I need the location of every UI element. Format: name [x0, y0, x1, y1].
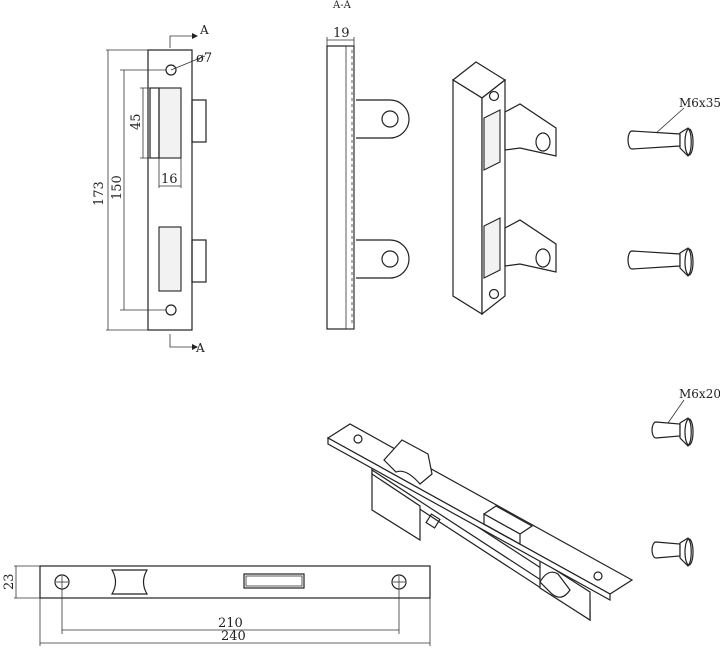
- faceplate-front-view: 23 210 240: [2, 565, 431, 646]
- dim-dia-text: ø7: [196, 51, 212, 66]
- dim-210-text: 210: [218, 616, 243, 631]
- lock-case-end-right: [539, 558, 591, 622]
- strike-plate-outline: [147, 49, 193, 331]
- lock-face-hole-left: [353, 434, 363, 444]
- section-a-a-view: A-A 19: [326, 0, 410, 330]
- screw-short-top: [651, 417, 694, 447]
- faceplate-bolt-slot: [243, 573, 305, 589]
- strike-plate-isometric: [451, 61, 557, 316]
- screw-long-bottom: [627, 247, 694, 277]
- strike-tab-top: [191, 99, 207, 143]
- faceplate-bolt-slot-inner: [245, 575, 303, 587]
- iso-slot-bottom: [483, 217, 501, 279]
- dim-173-text: 173: [92, 181, 107, 206]
- section-label-bottom: A: [195, 341, 205, 355]
- section-tab-bottom: [356, 239, 410, 279]
- faceplate-latch-opening: [110, 569, 149, 595]
- section-mark-top: [169, 35, 192, 48]
- strike-hole-bottom: [165, 304, 177, 316]
- lock-face-hole-right: [593, 571, 603, 581]
- dim-23-text: 23: [2, 573, 17, 590]
- section-arrow-top: [192, 33, 198, 39]
- strike-slot-top: [158, 87, 182, 159]
- strike-tab-bottom: [191, 239, 207, 283]
- section-tab-top-hole: [381, 110, 399, 128]
- iso-tab-bottom: [504, 219, 557, 273]
- dim-16-text: 16: [161, 172, 178, 187]
- iso-hole-bottom: [488, 288, 500, 300]
- faceplate-outline: [39, 565, 431, 599]
- dim-240-text: 240: [221, 629, 246, 644]
- section-title: A-A: [332, 0, 352, 11]
- screw-short-bottom: [651, 537, 694, 567]
- lock-deadbolt-front: [483, 512, 521, 546]
- strike-plate-front-view: A A 173 150 45 16 ø7: [92, 23, 212, 355]
- section-inner-wall: [345, 45, 355, 330]
- iso-hole-top: [488, 90, 500, 102]
- dim-150-text: 150: [110, 175, 125, 200]
- iso-slot-top: [483, 109, 501, 171]
- section-body: [326, 45, 355, 330]
- screws-m6x20: M6x20: [651, 387, 720, 567]
- section-tab-top: [356, 99, 410, 139]
- section-arrow-bottom: [192, 344, 198, 350]
- screw-long-leader: [654, 107, 685, 135]
- screw-short-leader: [667, 399, 685, 424]
- iso-tab-top-hole: [535, 132, 551, 152]
- section-mark-bottom: [169, 334, 192, 348]
- lock-body-isometric: [326, 423, 634, 622]
- screw-short-label: M6x20: [679, 387, 720, 401]
- iso-left-face: [452, 78, 483, 316]
- strike-slot-top-side: [149, 87, 160, 159]
- iso-tab-top: [504, 103, 557, 157]
- dim-45-text: 45: [129, 113, 144, 130]
- iso-tab-bottom-hole: [535, 248, 551, 268]
- dim-dia-leader: [170, 55, 206, 71]
- screw-long-label: M6x35: [679, 96, 720, 110]
- dim-19-text: 19: [333, 26, 350, 41]
- screw-long-top: [627, 127, 694, 157]
- lock-faceplate-edge: [327, 436, 611, 602]
- section-tab-bottom-hole: [381, 250, 399, 268]
- section-label-top: A: [199, 23, 209, 37]
- lock-latch: [383, 439, 433, 485]
- lock-cylinder-hole: [539, 571, 571, 598]
- lock-case-end: [371, 472, 421, 542]
- lock-spindle-hole: [425, 513, 441, 529]
- screws-m6x35: M6x35: [627, 96, 720, 277]
- strike-slot-bottom: [158, 226, 182, 292]
